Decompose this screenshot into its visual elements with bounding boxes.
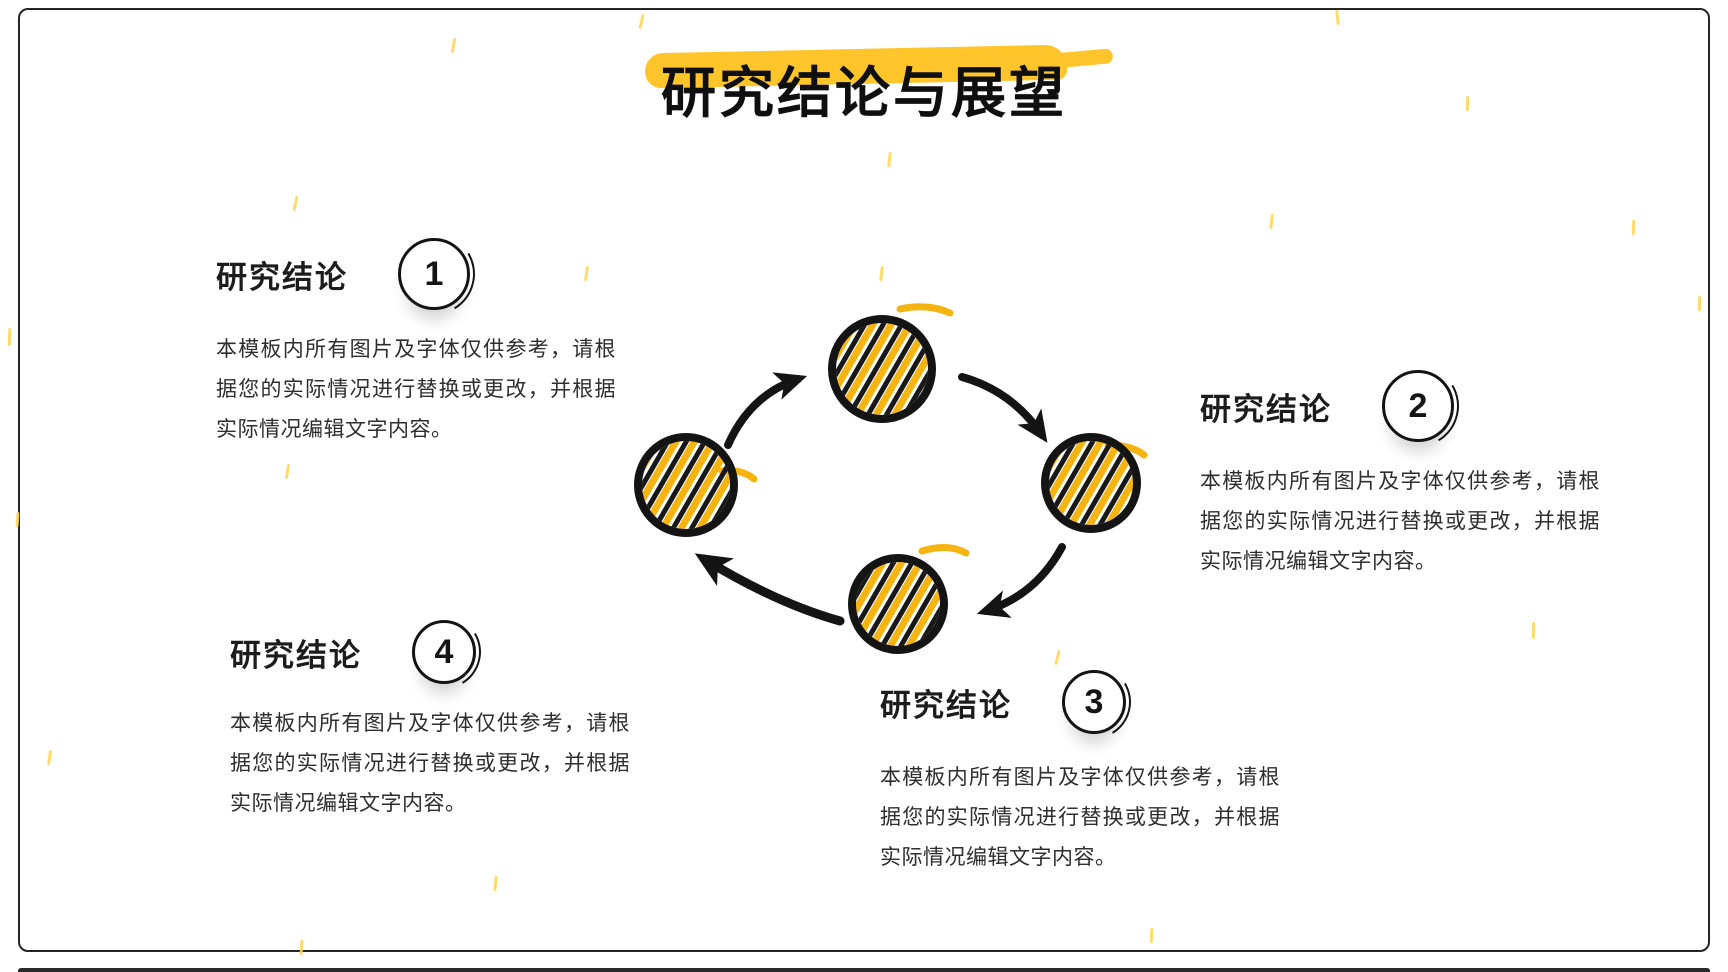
slide-header: 研究结论与展望: [0, 44, 1728, 128]
section-body: 本模板内所有图片及字体仅供参考，请根据您的实际情况进行替换或更改，并根据实际情况…: [880, 766, 1280, 869]
badge-number: 3: [1084, 682, 1104, 721]
node-outline: [848, 554, 948, 654]
title-text: 研究结论与展望: [660, 62, 1067, 124]
badge-number: 2: [1408, 386, 1428, 425]
section-heading: 研究结论: [230, 637, 362, 673]
conclusion-section-1: 研究结论 1 本模板内所有图片及字体仅供参考，请根据您的实际情况进行替换或更改，…: [216, 238, 628, 450]
node-outline: [634, 433, 738, 537]
section-head: 研究结论 4: [230, 620, 642, 684]
cycle-node-bottom: [848, 544, 970, 654]
section-heading: 研究结论: [880, 687, 1012, 723]
conclusion-section-3: 研究结论 3 本模板内所有图片及字体仅供参考，请根据您的实际情况进行替换或更改，…: [880, 670, 1292, 878]
conclusion-section-4: 研究结论 4 本模板内所有图片及字体仅供参考，请根据您的实际情况进行替换或更改，…: [230, 620, 642, 824]
section-head: 研究结论 1: [216, 238, 628, 310]
badge-number: 4: [434, 632, 454, 671]
slide-border: [18, 8, 1710, 952]
yellow-accent-mark: [918, 544, 970, 557]
section-body: 本模板内所有图片及字体仅供参考，请根据您的实际情况进行替换或更改，并根据实际情况…: [1200, 470, 1600, 573]
cycle-arrows: [694, 372, 1066, 626]
section-head: 研究结论 3: [880, 670, 1292, 734]
cycle-diagram: [634, 303, 1148, 654]
next-slide-edge: [18, 968, 1710, 972]
number-badge-2: 2: [1382, 370, 1454, 442]
arrow-top-to-right: [958, 373, 1048, 443]
cycle-node-top: [828, 303, 954, 423]
decorative-tick: [7, 327, 12, 347]
arrow-right-to-bottom: [976, 543, 1066, 618]
section-heading: 研究结论: [216, 259, 348, 295]
yellow-accent-mark: [896, 303, 954, 317]
section-body: 本模板内所有图片及字体仅供参考，请根据您的实际情况进行替换或更改，并根据实际情况…: [216, 338, 616, 441]
number-badge-1: 1: [398, 238, 470, 310]
node-outline: [828, 315, 936, 423]
section-head: 研究结论 2: [1200, 370, 1612, 442]
section-heading: 研究结论: [1200, 391, 1332, 427]
cycle-node-right: [1041, 433, 1148, 533]
conclusion-section-2: 研究结论 2 本模板内所有图片及字体仅供参考，请根据您的实际情况进行替换或更改，…: [1200, 370, 1612, 582]
number-badge-4: 4: [412, 620, 476, 684]
arrow-left-to-top: [724, 372, 808, 449]
arrow-bottom-to-left: [694, 553, 845, 626]
node-outline: [1041, 433, 1141, 533]
badge-number: 1: [424, 254, 444, 293]
slide-title: 研究结论与展望: [644, 44, 1068, 128]
cycle-node-left: [634, 433, 758, 537]
section-body: 本模板内所有图片及字体仅供参考，请根据您的实际情况进行替换或更改，并根据实际情况…: [230, 712, 630, 815]
number-badge-3: 3: [1062, 670, 1126, 734]
